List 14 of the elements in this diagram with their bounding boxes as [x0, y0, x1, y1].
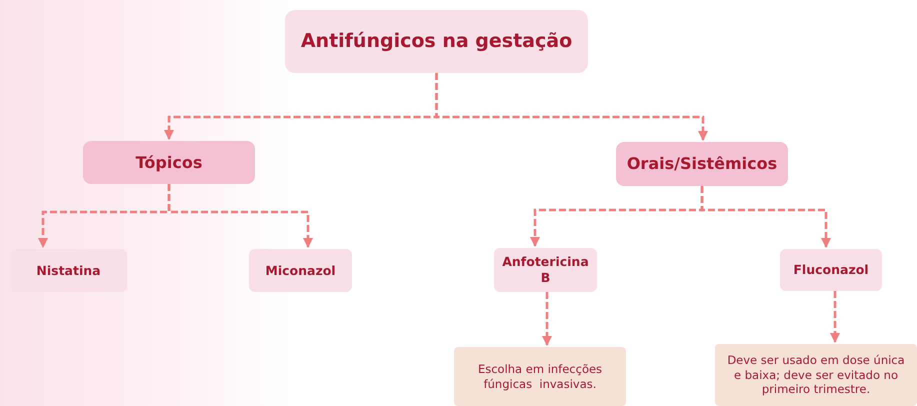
- title-box: Antifúngicos na gestação: [285, 10, 588, 73]
- drug-box: Anfotericina B: [494, 248, 597, 292]
- arrow: [435, 73, 708, 141]
- category-box: Tópicos: [83, 141, 255, 184]
- category-box: Orais/Sistêmicos: [616, 142, 788, 186]
- arrow: [830, 291, 840, 343]
- note-box: Deve ser usado em dose única e baixa; deve ser evitado no primeiro trimestre.: [715, 344, 917, 406]
- arrow: [700, 186, 831, 248]
- arrow: [542, 292, 552, 346]
- note-box: Escolha em infecções fúngicas invasivas.: [454, 347, 626, 406]
- drug-box: Fluconazol: [780, 249, 882, 291]
- arrow: [168, 184, 313, 248]
- drug-box: Miconazol: [249, 249, 352, 292]
- drug-box: Nistatina: [10, 249, 127, 292]
